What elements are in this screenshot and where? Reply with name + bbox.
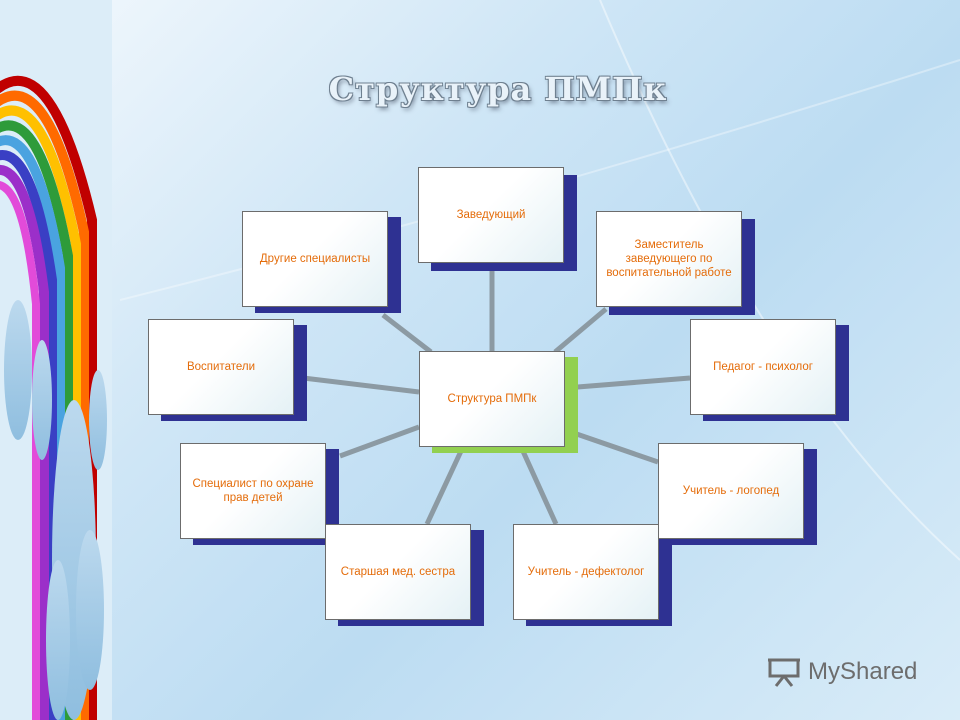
node-educators-label: Воспитатели	[186, 361, 256, 373]
node-deputy: Заместитель заведующего по воспитательно…	[596, 211, 742, 307]
presentation-icon	[768, 658, 800, 687]
connector-speech	[564, 427, 659, 465]
node-speech-therapist-label: Учитель - логопед	[682, 485, 780, 497]
watermark-text: MyShared	[808, 658, 918, 685]
connector-deputy	[553, 307, 608, 354]
node-educators: Воспитатели	[148, 319, 294, 415]
node-head-nurse: Старшая мед. сестра	[325, 524, 471, 620]
connector-nurse	[424, 447, 465, 526]
node-child-rights-specialist: Специалист по охране прав детей	[180, 443, 326, 539]
center-node: Структура ПМПк	[419, 351, 565, 447]
node-deputy-label: Заместитель заведующего по воспитательно…	[606, 239, 732, 279]
watermark-logo: MyShared	[766, 656, 917, 688]
connector-rights	[339, 424, 420, 459]
node-defectologist-label: Учитель - дефектолог	[527, 566, 645, 578]
node-other-specialists-label: Другие специалисты	[259, 253, 371, 265]
node-head-label: Заведующий	[456, 209, 526, 221]
center-node-label: Структура ПМПк	[447, 393, 537, 405]
node-psychologist: Педагог - психолог	[690, 319, 836, 415]
node-head: Заведующий	[418, 167, 564, 263]
connector-educators	[294, 374, 420, 395]
node-psychologist-label: Педагог - психолог	[713, 361, 813, 373]
node-other-specialists: Другие специалисты	[242, 211, 388, 307]
node-speech-therapist: Учитель - логопед	[658, 443, 804, 539]
node-defectologist: Учитель - дефектолог	[513, 524, 659, 620]
node-child-rights-label: Специалист по охране прав детей	[192, 478, 314, 504]
slide-title: Структура ПМПк	[328, 70, 668, 108]
connector-others	[381, 313, 433, 354]
connector-defect	[519, 447, 559, 526]
node-head-nurse-label: Старшая мед. сестра	[340, 566, 456, 578]
connector-psychologist	[564, 375, 691, 391]
